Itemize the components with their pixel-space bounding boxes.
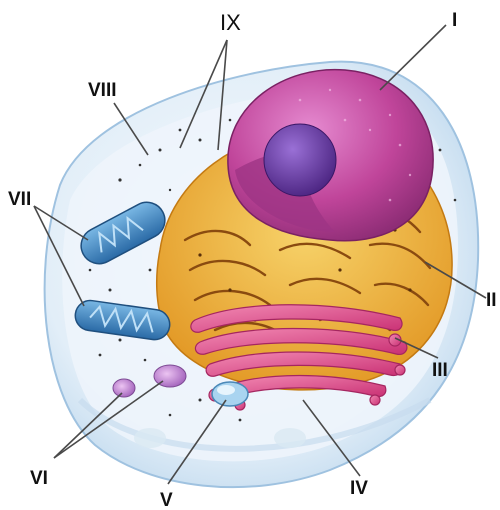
label-ii: II (486, 290, 497, 311)
label-viii: VIII (88, 80, 117, 101)
lysosome-small (113, 379, 135, 397)
vesicle (212, 382, 248, 406)
label-ix: IX (220, 10, 241, 35)
label-vii: VII (8, 189, 31, 210)
label-v: V (160, 490, 173, 510)
nucleolus (264, 124, 336, 196)
label-vi: VI (30, 468, 48, 489)
label-iii: III (432, 360, 448, 381)
label-iv: IV (350, 478, 368, 499)
label-i: I (452, 10, 457, 31)
